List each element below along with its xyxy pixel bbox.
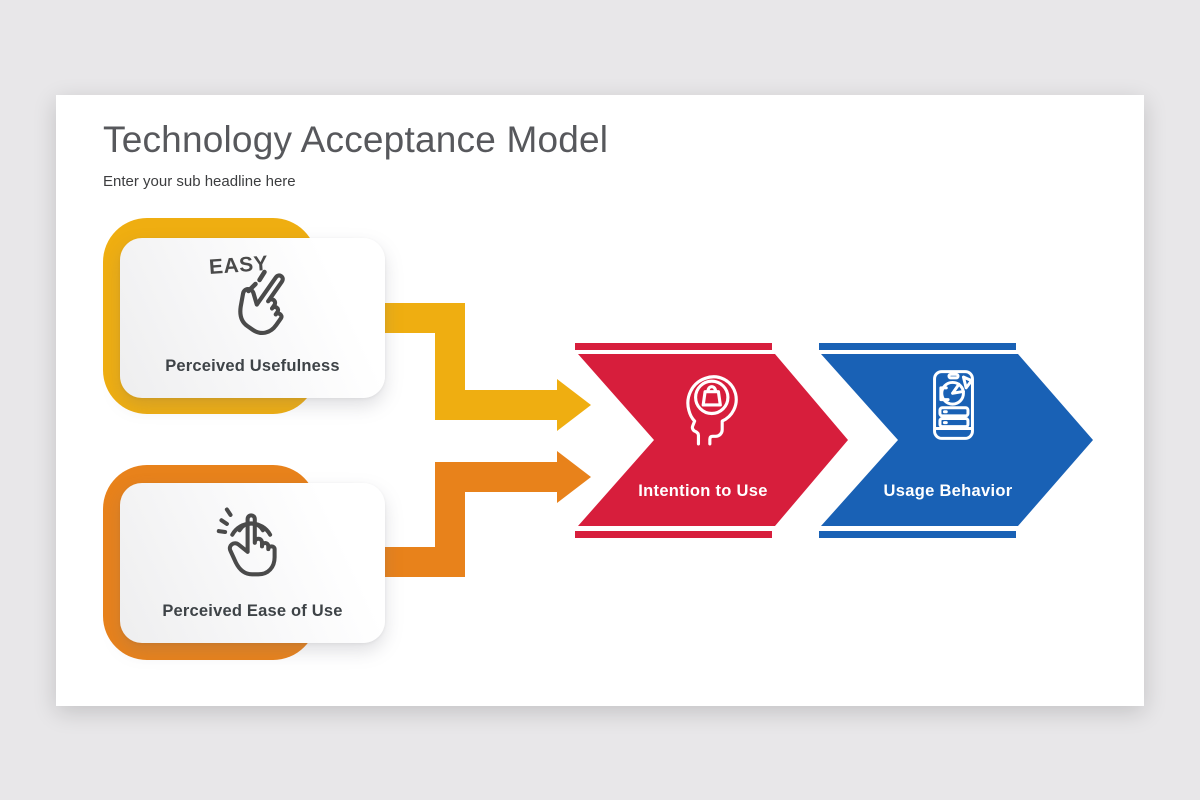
- head-profile-path: [686, 375, 738, 446]
- factor-card-perceived-ease-of-use: Perceived Ease of Use: [120, 483, 385, 643]
- stage-1-top-stripe: [575, 343, 772, 350]
- factor-1-label: Perceived Usefulness: [165, 357, 340, 375]
- shopping-bag-path: [701, 385, 722, 407]
- stage-2-label: Usage Behavior: [883, 482, 1013, 500]
- pie-chart-wedge-lines: [951, 382, 965, 395]
- easy-icon-text: EASY: [208, 252, 269, 279]
- factor-1-connector-arrowhead: [557, 379, 591, 431]
- stage-2-chevron: [821, 354, 1093, 526]
- phone-list-row-2: [938, 417, 970, 429]
- phone-pie-chart-icon: [933, 370, 974, 440]
- pointing-hand-path: [237, 273, 285, 336]
- head-shopping-bag-icon: [686, 375, 738, 446]
- head-circle: [694, 379, 730, 416]
- tap-finger-icon: [216, 507, 277, 577]
- stage-2-bottom-stripe: [819, 531, 1016, 538]
- stage-2-top-stripe: [819, 343, 1016, 350]
- slide: Technology Acceptance Model Enter your s…: [56, 95, 1144, 706]
- tap-tick-marks: [216, 507, 233, 535]
- phone-body: [933, 370, 974, 440]
- stage-1-label: Intention to Use: [638, 482, 768, 500]
- factor-2-label: Perceived Ease of Use: [162, 602, 343, 620]
- tap-ripple-outer-arc: [229, 521, 272, 537]
- stage-1-chevron: [578, 354, 848, 526]
- stage-1-bottom-stripe: [575, 531, 772, 538]
- phone-list-row-1: [938, 406, 970, 418]
- slide-title: Technology Acceptance Model: [103, 119, 609, 160]
- factor-card-perceived-usefulness: EASY Perceived Usefulness: [120, 238, 385, 398]
- pie-chart-slice: [961, 375, 974, 390]
- factor-2-connector-arrowhead: [557, 451, 591, 503]
- phone-notch: [947, 372, 960, 380]
- pie-chart-circle: [940, 380, 965, 406]
- tap-hand-path: [227, 513, 277, 577]
- slide-subtitle: Enter your sub headline here: [103, 173, 296, 190]
- factor-1-connector-arrow: [378, 303, 557, 420]
- factor-2-connector-arrow: [378, 462, 557, 577]
- easy-click-hand-icon: EASY: [208, 252, 285, 336]
